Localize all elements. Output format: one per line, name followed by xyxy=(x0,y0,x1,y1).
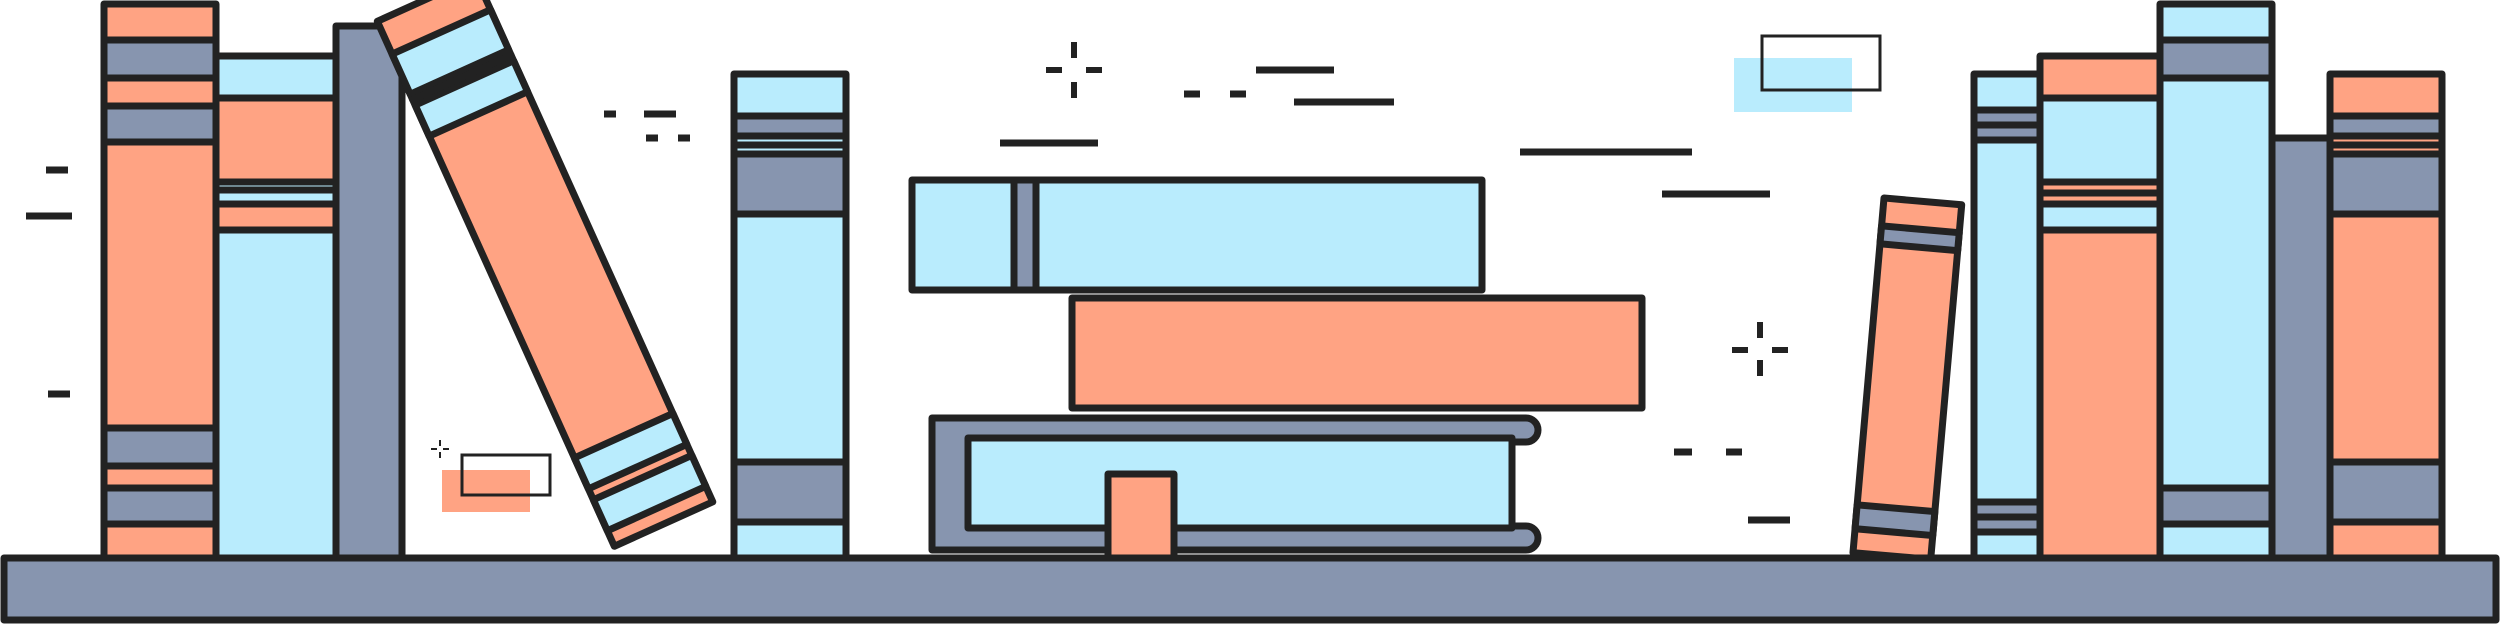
book-tilted-salmon-right xyxy=(1849,194,1966,563)
decorations xyxy=(26,34,1882,524)
stack-book-top xyxy=(908,176,1486,294)
book-salmon-tall-left xyxy=(100,0,220,564)
right-book-group xyxy=(1849,0,2446,564)
sparkle-icon xyxy=(431,440,449,458)
book-slate-narrow-right xyxy=(2268,134,2334,564)
stack-book-middle xyxy=(1068,294,1646,412)
book-sky-tall-right xyxy=(2156,0,2276,564)
book-slate-narrow-left xyxy=(332,22,406,564)
book-salmon-sky-top xyxy=(2036,52,2164,564)
book-sky-narrow-right xyxy=(1970,70,2044,564)
book-salmon-slate-right xyxy=(2326,70,2446,564)
deco-box-sky xyxy=(1734,58,1852,112)
book-stack-center xyxy=(908,176,1646,602)
left-book-group xyxy=(100,0,850,564)
deco-box-salmon xyxy=(442,470,530,512)
sparkle-icon xyxy=(1046,42,1102,98)
book-sky-left xyxy=(212,52,340,564)
sparkle-icon xyxy=(1732,322,1788,376)
book-sky-slate-bands xyxy=(730,70,850,564)
book-leaning-salmon xyxy=(373,0,717,550)
shelf xyxy=(0,554,2500,624)
stack-book-bottom xyxy=(928,414,1542,554)
